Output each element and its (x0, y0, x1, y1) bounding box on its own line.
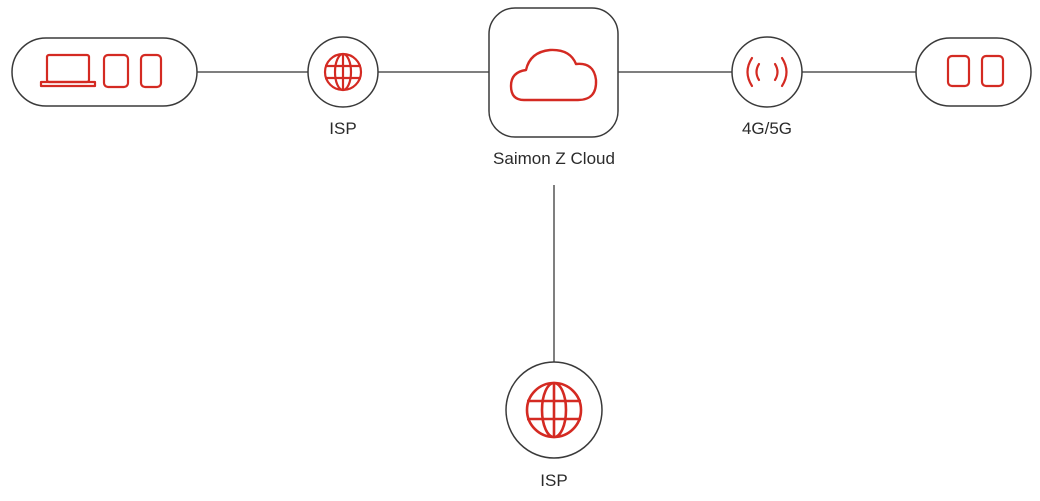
isp-bottom-label: ISP (540, 471, 568, 490)
wireless-signal-icon (746, 56, 788, 88)
isp-top-node (307, 36, 379, 108)
globe-icon (525, 381, 583, 439)
cellular-node (731, 36, 803, 108)
cloud-label: Saimon Z Cloud (493, 149, 615, 168)
cloud-icon (509, 48, 598, 102)
cellular-label: 4G/5G (741, 119, 793, 138)
client-devices-node (11, 37, 198, 107)
phone-icon (980, 54, 1005, 88)
tablet-icon (946, 54, 971, 88)
laptop-icon (39, 53, 97, 88)
globe-icon (323, 52, 363, 92)
isp-bottom-node (505, 361, 603, 459)
phone-icon (139, 53, 163, 89)
isp-top-label: ISP (329, 119, 357, 138)
tablet-icon (102, 53, 130, 89)
cloud-node (488, 7, 619, 138)
mobile-devices-node (915, 37, 1032, 107)
connectors (197, 71, 916, 362)
